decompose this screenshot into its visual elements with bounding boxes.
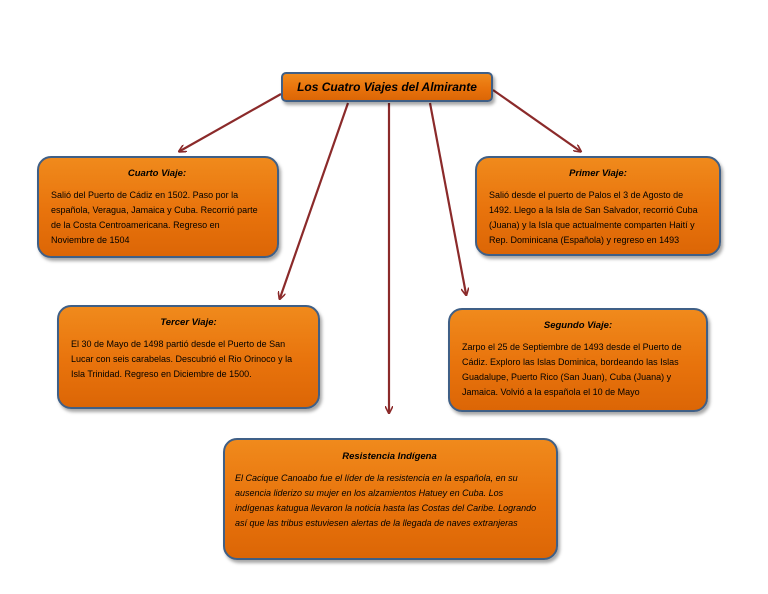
node-title: Resistencia Indígena	[342, 451, 437, 462]
node-tercer-viaje: Tercer Viaje: El 30 de Mayo de 1498 part…	[57, 305, 320, 409]
root-node: Los Cuatro Viajes del Almirante	[281, 72, 493, 102]
node-resistencia-indigena: Resistencia Indígena El Cacique Canoabo …	[223, 438, 558, 560]
arrow-root-to-cuarto	[180, 93, 282, 151]
node-text: Salió desde el puerto de Palos el 3 de A…	[489, 190, 698, 245]
node-text: Salió del Puerto de Cádiz en 1502. Paso …	[51, 190, 258, 245]
node-title: Tercer Viaje:	[160, 317, 217, 328]
node-cuarto-viaje: Cuarto Viaje: Salió del Puerto de Cádiz …	[37, 156, 279, 258]
node-text: El Cacique Canoabo fue el líder de la re…	[235, 473, 537, 528]
node-title: Primer Viaje:	[569, 168, 627, 179]
root-title: Los Cuatro Viajes del Almirante	[297, 80, 477, 94]
node-segundo-viaje: Segundo Viaje: Zarpo el 25 de Septiembre…	[448, 308, 708, 412]
arrow-root-to-primer	[492, 89, 580, 151]
node-text: Zarpo el 25 de Septiembre de 1493 desde …	[462, 342, 682, 397]
arrow-root-to-segundo	[428, 102, 466, 294]
node-title: Segundo Viaje:	[543, 320, 613, 331]
node-text: El 30 de Mayo de 1498 partió desde el Pu…	[71, 339, 293, 379]
node-title: Cuarto Viaje:	[127, 168, 187, 179]
arrow-root-to-tercer	[280, 102, 350, 298]
node-primer-viaje: Primer Viaje: Salió desde el puerto de P…	[475, 156, 721, 256]
